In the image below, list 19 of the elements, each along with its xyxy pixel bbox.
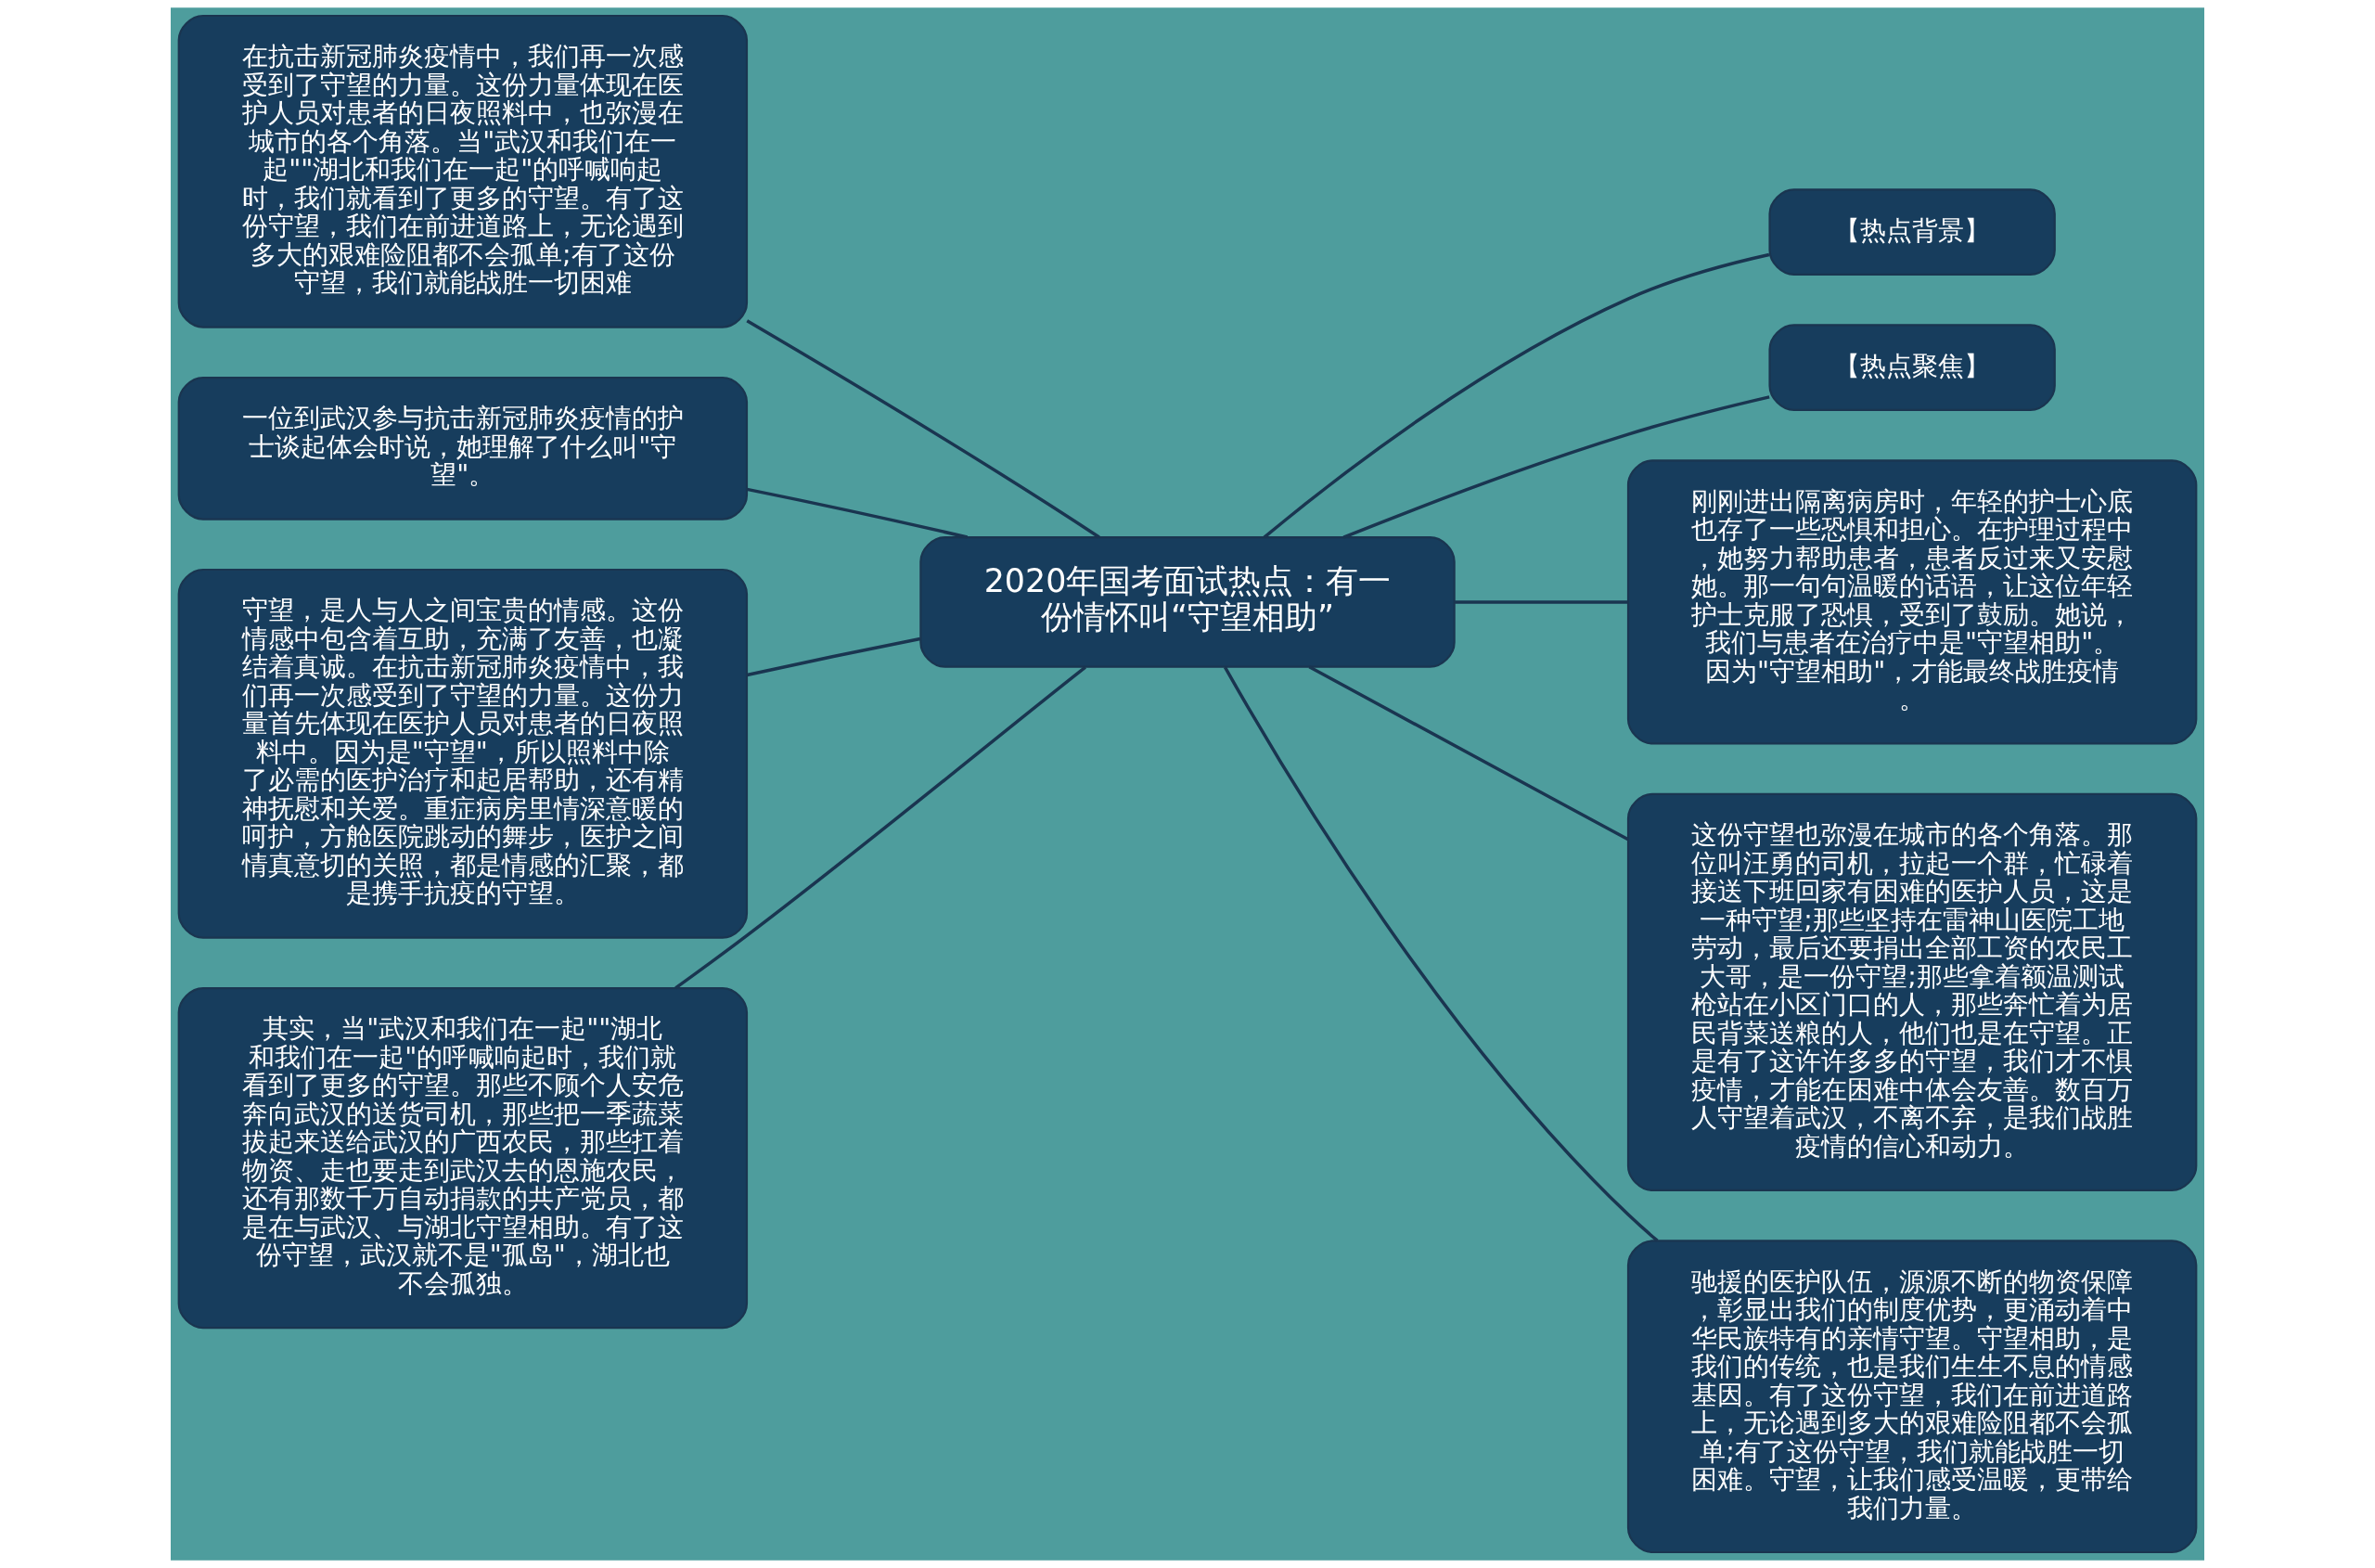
node-box: 刚刚进出隔离病房时，年轻的护士心底也存了一些恐惧和担心。在护理过程中，她努力帮助患者，患者反过来又安慰她。那一句句温暖的话语，让这位年轻护士克服了恐惧，受到了鼓励。她说，我们与患者在治疗中是"守望相助"。因为"守望相助"，才能最终战胜疫情。 xyxy=(1626,459,2198,745)
node-box: 守望，是人与人之间宝贵的情感。这份情感中包含着互助，充满了友善，也凝结着真诚。在抗击新冠肺炎疫情中，我们再一次感受到了守望的力量。这份力量首先体现在医护人员对患者的日夜照料中。因为是"守望"，所以照料中除了必需的医护治疗和起居帮助，还有精神抚慰和关爱。重症病房里情深意暖的呵护，方舱医院跳动的舞步，医护之间情真意切的关照，都是情感的汇聚，都是携手抗疫的守望。 xyxy=(177,568,749,939)
connector xyxy=(1342,395,1770,539)
node-box: 2020年国考面试热点：有一份情怀叫“守望相助” xyxy=(919,536,1456,668)
connector xyxy=(1308,665,1629,842)
node-box: 这份守望也弥漫在城市的各个角落。那位叫汪勇的司机，拉起一个群，忙碌着接送下班回家有困难的医护人员，这是一种守望;那些坚持在雷神山医院工地劳动，最后还要捐出全部工资的农民工大哥，是一份守望;那些拿着额温测试枪站在小区门口的人，那些奔忙着为居民背菜送粮的人，他们也是在守望。正是有了这许许多多的守望，我们才不惧疫情，才能在困难中体会友善。数百万人守望着武汉，不离不弃，是我们战胜疫情的信心和动力。 xyxy=(1626,792,2198,1192)
connector xyxy=(1455,600,1628,604)
connector xyxy=(674,665,1086,990)
node-box: 其实，当"武汉和我们在一起""湖北和我们在一起"的呼喊响起时，我们就看到了更多的守望。那些不顾个人安危奔向武汉的送货司机，那些把一季蔬菜拔起来送给武汉的广西农民，那些扛着物资、走也要走到武汉去的恩施农民，还有那数千万自动捐款的共产党员，都是在与武汉、与湖北守望相助。有了这份守望，武汉就不是"孤岛"，湖北也不会孤独。 xyxy=(177,987,749,1330)
node-box: 【热点背景】 xyxy=(1768,188,2056,276)
connector xyxy=(746,319,1100,539)
connector xyxy=(1263,252,1770,539)
node-box: 在抗击新冠肺炎疫情中，我们再一次感受到了守望的力量。这份力量体现在医护人员对患者的日夜照料中，也弥漫在城市的各个角落。当"武汉和我们在一起""湖北和我们在一起"的呼喊响起时，我们就看到了更多的守望。有了这份守望，我们在前进道路上，无论遇到多大的艰难险阻都不会孤单;有了这份守望，我们就能战胜一切困难 xyxy=(177,14,749,328)
node-box: 驰援的医护队伍，源源不断的物资保障，彰显出我们的制度优势，更涌动着中华民族特有的亲情守望。守望相助，是我们的传统，也是我们生生不息的情感基因。有了这份守望，我们在前进道路上，无论遇到多大的艰难险阻都不会孤单;有了这份守望，我们就能战胜一切困难。守望，让我们感受温暖，更带给我们力量。 xyxy=(1626,1240,2198,1554)
connector xyxy=(746,487,969,539)
connector xyxy=(746,636,921,677)
node-box: 【热点聚焦】 xyxy=(1768,324,2056,411)
connector xyxy=(1223,666,1659,1242)
node-box: 一位到武汉参与抗击新冠肺炎疫情的护士谈起体会时说，她理解了什么叫"守望"。 xyxy=(177,376,749,521)
